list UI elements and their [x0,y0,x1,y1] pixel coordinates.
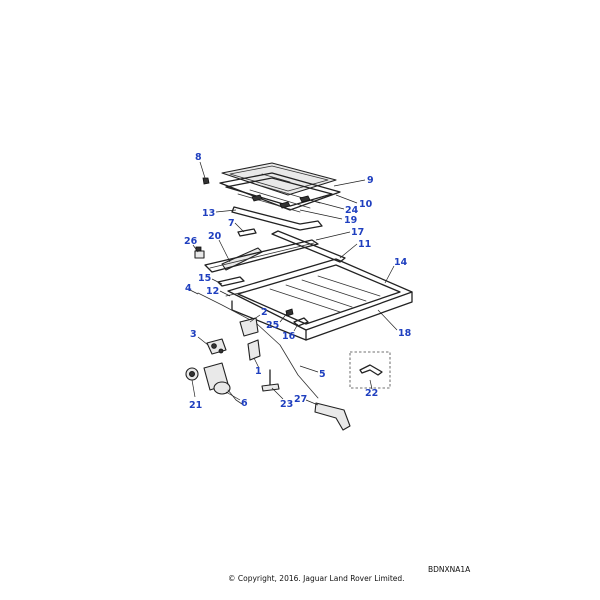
fitting [194,246,205,259]
callout-5: 5 [319,369,326,380]
callout-8: 8 [195,152,202,163]
detail-box [349,351,391,389]
callout-3: 3 [190,329,197,340]
callout-24: 24 [345,205,359,216]
callout-11: 11 [358,239,371,250]
callout-6: 6 [241,398,248,409]
callout-15: 15 [198,273,211,284]
callout-2: 2 [261,307,268,318]
handle-cover [314,402,351,431]
motor-bracket [206,338,227,355]
callout-10: 10 [359,199,373,210]
mounting-plate [239,317,259,337]
callout-22: 22 [365,388,378,399]
callout-26: 26 [184,236,198,247]
diagram-reference-code: BDNXNA1A [428,565,471,574]
guide-rail-upper [271,230,346,263]
callout-labels: 8 9 10 24 13 19 7 17 20 26 11 14 15 4 12… [184,152,412,411]
leader-lines [189,161,398,406]
callout-23: 23 [280,399,293,410]
panel-seal-frame [219,172,341,213]
motor-mount [247,339,261,361]
callout-4: 4 [185,283,192,294]
side-rail [217,276,245,287]
callout-27: 27 [294,394,307,405]
callout-20: 20 [208,231,222,242]
small-bracket [237,228,257,237]
deflector [231,206,323,231]
copyright-notice: © Copyright, 2016. Jaguar Land Rover Lim… [228,574,405,583]
callout-12: 12 [206,286,219,297]
callout-25: 25 [266,320,279,331]
callout-1: 1 [255,366,262,377]
callout-19: 19 [344,215,357,226]
callout-16: 16 [282,331,296,342]
callout-7: 7 [228,218,235,229]
callout-21: 21 [189,400,202,411]
callout-17: 17 [351,227,364,238]
clip [202,177,210,185]
link-pin [285,308,309,327]
drive-cable [197,292,319,399]
key-handle [261,369,280,392]
callout-9: 9 [367,175,374,186]
callout-18: 18 [398,328,412,339]
sunroof-main-frame [227,258,413,341]
guide-rail-lower [204,239,319,273]
drive-motor [185,362,243,405]
callout-14: 14 [394,257,408,268]
callout-13: 13 [202,208,215,219]
